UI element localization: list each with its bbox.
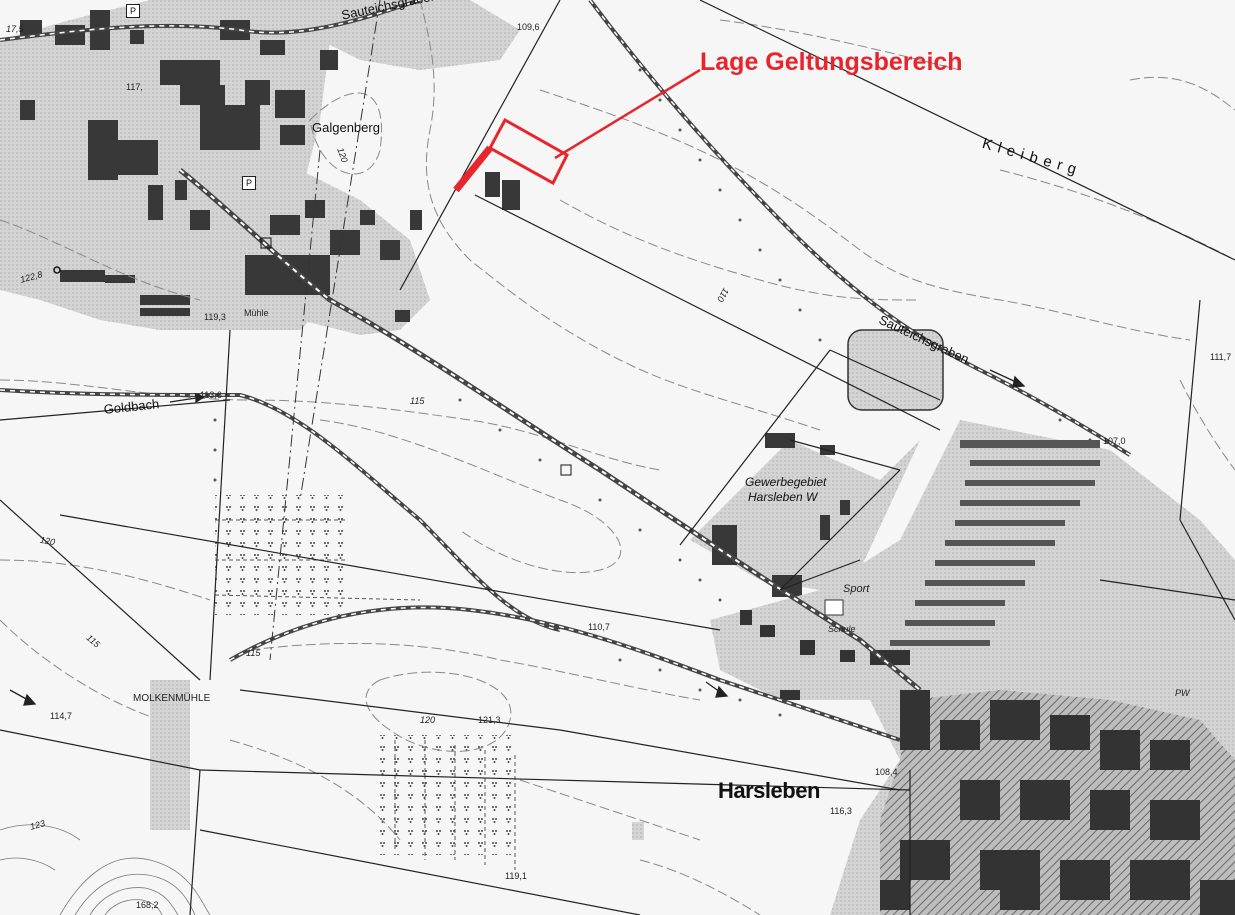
tree-rows: [213, 38, 1092, 717]
elevation-label: 168,2: [136, 900, 159, 910]
elevation-label: 121,3: [478, 715, 501, 725]
contour-label: 115: [410, 396, 425, 406]
elevation-label: 111,7: [1210, 352, 1232, 362]
town-buildings: [740, 440, 1235, 915]
elevation-label: 113,6: [200, 390, 222, 400]
sport-label: Sport: [843, 583, 870, 595]
parking-icon: P: [242, 176, 256, 190]
parking-icon: P: [126, 4, 140, 18]
industrial-area-label-line1: Gewerbegebiet: [745, 475, 827, 489]
orchard-south: [380, 735, 515, 855]
mill-small-label: Mühle: [244, 308, 269, 318]
industrial-area-w: [690, 440, 920, 590]
planning-area-highlight: [453, 68, 701, 193]
elevation-label: 17,5: [6, 24, 24, 34]
elevation-label: 114,7: [50, 711, 72, 721]
school-label: Schule: [828, 624, 856, 634]
railway-lines: [0, 0, 1132, 742]
hill-label-galgenberg: Galgenberg: [312, 120, 380, 135]
boundary-lines: [269, 0, 381, 661]
callout-label: Lage Geltungsbereich: [700, 48, 963, 76]
hill-relief: [0, 680, 211, 915]
pw-label: PW: [1175, 688, 1190, 698]
industrial-area-label-line2: Harsleben W: [748, 490, 818, 504]
elevation-label: 119,3: [204, 312, 226, 322]
elevation-label: 108,4: [875, 767, 898, 777]
elevation-label: 109,6: [517, 22, 540, 32]
elevation-label: 117,: [126, 82, 143, 92]
elevation-label: 110,7: [588, 622, 610, 632]
contour-label: 115: [246, 648, 261, 658]
town-label: Harsleben: [718, 778, 820, 803]
mill-label: MOLKENMÜHLE: [133, 693, 211, 704]
elevation-label: 107,0: [1103, 436, 1126, 446]
elevation-label: 119,1: [505, 871, 527, 881]
elevation-label: 116,3: [830, 806, 852, 816]
contour-label: 120: [420, 715, 436, 725]
